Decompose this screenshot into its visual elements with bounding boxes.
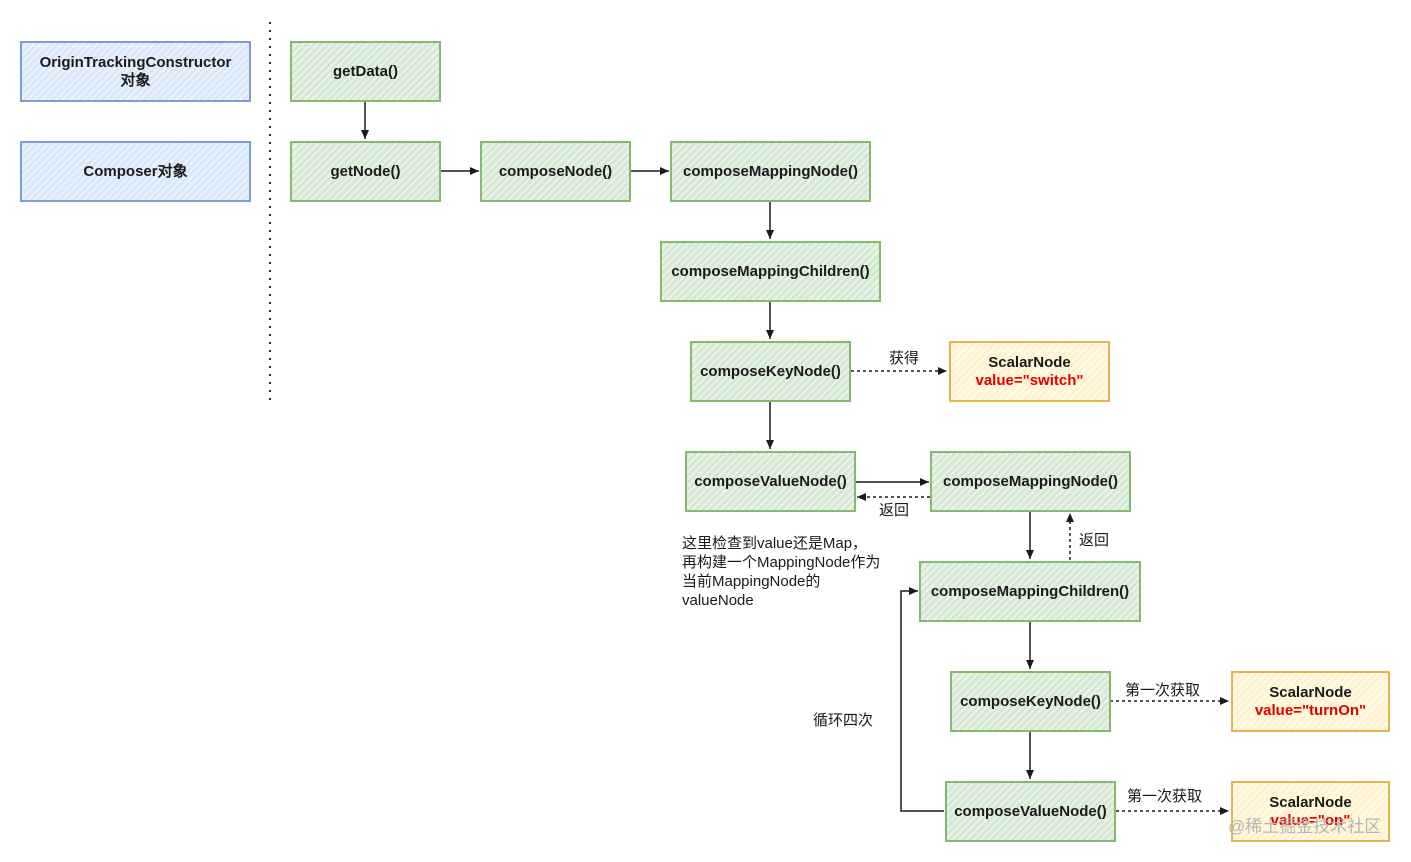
legend-composer: Composer对象 <box>20 141 251 202</box>
annotation-note: 这里检查到value还是Map，再构建一个MappingNode作为当前Mapp… <box>682 535 881 609</box>
node-compose-value-node-2: composeValueNode() <box>945 781 1116 842</box>
node-compose-node: composeNode() <box>480 141 631 202</box>
node-compose-mapping-children-2-label: composeMappingChildren() <box>930 582 1130 600</box>
node-compose-value-node-1: composeValueNode() <box>685 451 856 512</box>
arrow-loop-four-times <box>900 587 944 812</box>
node-compose-mapping-children-2: composeMappingChildren() <box>919 561 1141 622</box>
node-get-data-label: getData() <box>332 62 398 80</box>
node-compose-key-node-2-label: composeKeyNode() <box>960 692 1101 710</box>
node-compose-mapping-node-2: composeMappingNode() <box>930 451 1131 512</box>
node-get-node: getNode() <box>290 141 441 202</box>
scalar-node-turn-on: ScalarNode value="turnOn" <box>1231 671 1390 732</box>
node-get-node-label: getNode() <box>330 162 401 180</box>
edge-label-first-obtain-2: 第一次获取 <box>1127 788 1203 805</box>
node-get-data: getData() <box>290 41 441 102</box>
node-compose-key-node-1: composeKeyNode() <box>690 341 851 402</box>
node-compose-mapping-children-1-label: composeMappingChildren() <box>671 262 870 280</box>
legend-composer-label: Composer对象 <box>83 162 188 180</box>
scalar-node-on-value: value="on" <box>1270 811 1351 829</box>
node-compose-value-node-2-label: composeValueNode() <box>954 802 1107 820</box>
edge-label-first-obtain-1: 第一次获取 <box>1125 682 1201 699</box>
scalar-node-turn-on-title: ScalarNode <box>1269 683 1352 701</box>
node-compose-mapping-node-2-label: composeMappingNode() <box>943 472 1118 490</box>
watermark: @稀土掘金技术社区 <box>1228 817 1382 836</box>
edge-label-obtain: 获得 <box>889 350 920 367</box>
scalar-node-on-title: ScalarNode <box>1269 793 1352 811</box>
edge-label-loop-four: 循环四次 <box>813 712 874 729</box>
scalar-node-switch-title: ScalarNode <box>988 353 1071 371</box>
node-compose-mapping-node-1: composeMappingNode() <box>670 141 871 202</box>
scalar-node-switch: ScalarNode value="switch" <box>949 341 1110 402</box>
legend-origin-subtitle: 对象 <box>120 71 151 89</box>
edge-label-return-1: 返回 <box>879 502 910 519</box>
node-compose-mapping-children-1: composeMappingChildren() <box>660 241 881 302</box>
node-compose-node-label: composeNode() <box>498 162 613 180</box>
scalar-node-switch-value: value="switch" <box>975 371 1084 389</box>
edge-label-return-2: 返回 <box>1079 532 1110 549</box>
legend-origin-tracking-constructor: OriginTrackingConstructor 对象 <box>20 41 251 102</box>
node-compose-mapping-node-1-label: composeMappingNode() <box>683 162 858 180</box>
node-compose-key-node-1-label: composeKeyNode() <box>700 362 841 380</box>
scalar-node-on: ScalarNode value="on" <box>1231 781 1390 842</box>
legend-origin-title: OriginTrackingConstructor <box>39 53 232 71</box>
scalar-node-turn-on-value: value="turnOn" <box>1254 701 1367 719</box>
node-compose-value-node-1-label: composeValueNode() <box>694 472 847 490</box>
node-compose-key-node-2: composeKeyNode() <box>950 671 1111 732</box>
